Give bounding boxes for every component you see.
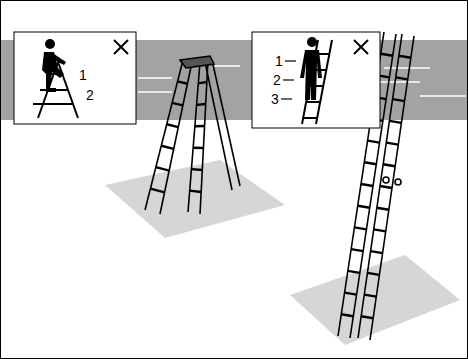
warning-inset [14, 32, 136, 124]
ladder-rung [364, 162, 376, 164]
ladder-rung [156, 167, 169, 170]
ladder-rung [193, 147, 203, 150]
ladder-rung [172, 103, 183, 106]
callout-number: 2 [273, 73, 281, 87]
ladder-rung [191, 168, 202, 171]
floor-shadow [105, 160, 285, 238]
ladder-rung [358, 206, 370, 208]
ladder-rung [198, 82, 207, 83]
ladder-rung [178, 81, 188, 83]
ladder-rung [341, 314, 353, 316]
ladder-rung [367, 273, 379, 275]
callout-number: 3 [271, 92, 279, 106]
ladder-rung [351, 249, 363, 251]
ladder-rung [371, 251, 383, 253]
ladder-rung [377, 208, 389, 210]
ladder-rung [393, 99, 405, 101]
ladder-rung [364, 295, 376, 297]
ladder-rung [161, 146, 173, 149]
callout-number: 1 [275, 54, 283, 68]
ladder-rung [374, 229, 386, 231]
ladder-rung [345, 293, 357, 295]
ladder-rung [386, 143, 398, 145]
ladder-rung [361, 316, 373, 318]
ladder-rung [354, 227, 366, 229]
ladder-rung [389, 121, 401, 123]
callout-number: 2 [86, 88, 94, 102]
ladder-rung [380, 186, 392, 188]
callout-number: 1 [79, 68, 87, 82]
ladder-rung [361, 184, 373, 186]
ladder-rung [383, 164, 395, 166]
ladder-rung [368, 141, 380, 143]
ladder-rung [396, 77, 408, 79]
ladder-rung [399, 56, 411, 58]
step-ladder [145, 56, 240, 214]
ladder-rung [197, 103, 206, 106]
ladder-rung [190, 191, 201, 192]
ladder-rung [150, 189, 164, 193]
ladder-rung [381, 54, 393, 56]
ladder-rung [348, 271, 360, 273]
ladder-rung [167, 124, 179, 127]
warning-inset [252, 32, 380, 128]
ladder-rung [195, 125, 205, 128]
